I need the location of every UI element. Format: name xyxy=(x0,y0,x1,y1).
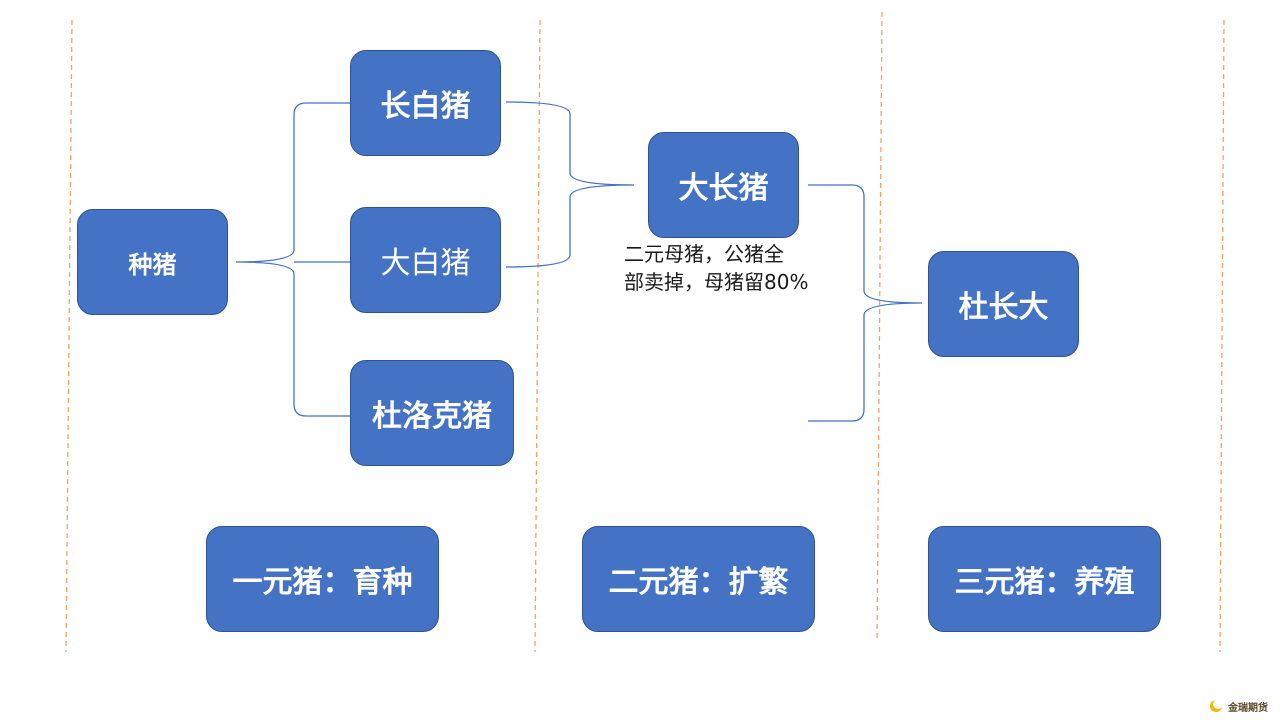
node-duroc: 杜洛克猪 xyxy=(350,360,514,466)
divider-line xyxy=(1219,19,1225,653)
node-label: 杜洛克猪 xyxy=(372,399,492,434)
node-large-white: 大白猪 xyxy=(350,207,501,313)
annotation-line: 部卖掉，母猪留80% xyxy=(624,270,809,294)
node-breeding-pig: 种猪 xyxy=(77,209,228,315)
stage-label: 一元猪：育种 xyxy=(232,565,413,600)
company-logo: 金瑞期货 xyxy=(1208,698,1268,714)
divider-line xyxy=(65,19,73,653)
bracket-connector xyxy=(505,101,635,268)
node-large-landrace: 大长猪 xyxy=(648,132,799,238)
stage-label: 三元猪：养殖 xyxy=(954,565,1135,600)
stage-label: 二元猪：扩繁 xyxy=(608,565,789,600)
divider-line xyxy=(534,19,541,653)
annotation-line: 二元母猪，公猪全 xyxy=(624,242,784,266)
sun-logo-icon xyxy=(1210,699,1223,712)
stage-two-box: 二元猪：扩繁 xyxy=(582,526,815,632)
stage-three-box: 三元猪：养殖 xyxy=(928,526,1161,632)
node-landrace: 长白猪 xyxy=(350,50,501,156)
annotation-text: 二元母猪，公猪全 部卖掉，母猪留80% xyxy=(624,240,844,296)
node-label: 大长猪 xyxy=(678,171,769,206)
bracket-connector xyxy=(235,102,350,417)
divider-line xyxy=(876,11,883,643)
node-label: 杜长大 xyxy=(958,290,1049,325)
logo-text: 金瑞期货 xyxy=(1228,702,1268,714)
node-label: 种猪 xyxy=(128,250,177,279)
bracket-connector xyxy=(808,184,923,422)
node-duroc-landrace-large: 杜长大 xyxy=(928,251,1079,357)
stage-one-box: 一元猪：育种 xyxy=(206,526,439,632)
node-label: 长白猪 xyxy=(380,89,471,124)
node-label: 大白猪 xyxy=(380,246,471,281)
